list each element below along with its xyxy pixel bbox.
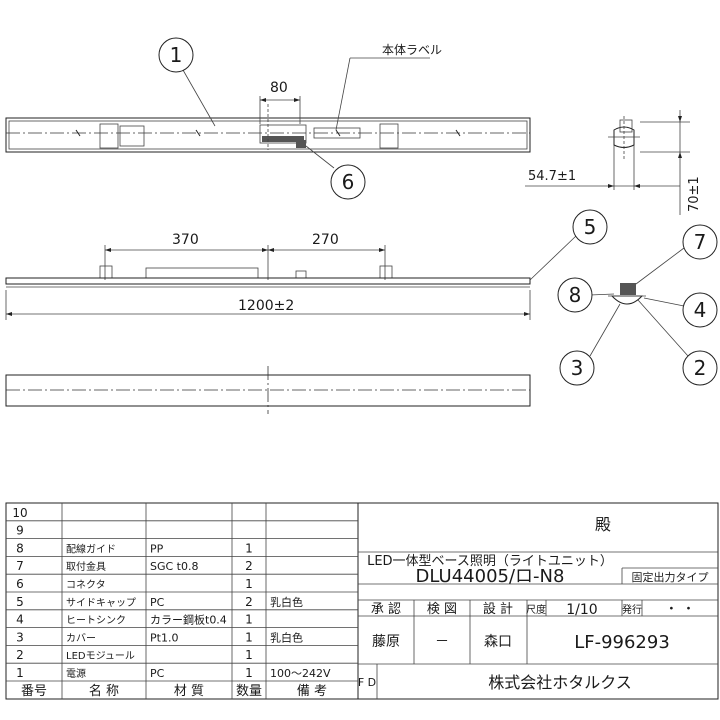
balloon-5: 5 <box>529 209 608 281</box>
parts-cell-no: 9 <box>16 524 24 538</box>
parts-cell-qty: 1 <box>245 648 253 662</box>
parts-cell-qty: 1 <box>245 577 253 591</box>
parts-cell-name: カバー <box>66 632 96 644</box>
svg-text:1: 1 <box>170 43 183 67</box>
body-label-text: 本体ラベル <box>382 43 442 57</box>
parts-cell-name: 取付金具 <box>66 560 106 573</box>
balloon-4: 4 <box>643 292 718 328</box>
body-label-callout: 本体ラベル <box>335 43 442 131</box>
approve-label: 承 認 <box>371 601 401 617</box>
parts-cell-name: 電源 <box>66 667 86 680</box>
approver-name: 藤原 <box>372 634 400 650</box>
company-name: 株式会社ホタルクス <box>488 673 632 692</box>
parts-cell-name: ヒートシンク <box>66 615 126 627</box>
svg-text:5: 5 <box>584 215 597 239</box>
parts-cell-material: SGC t0.8 <box>150 560 199 573</box>
svg-text:6: 6 <box>342 170 355 194</box>
parts-cell-material: PP <box>150 542 164 555</box>
balloon-7: 7 <box>635 224 718 285</box>
parts-cell-qty: 2 <box>245 595 253 609</box>
dim-80-label: 80 <box>270 80 288 96</box>
check-label: 検 図 <box>427 602 457 617</box>
svg-text:7: 7 <box>694 230 707 254</box>
drawing-number: LF-996293 <box>574 632 670 653</box>
parts-cell-material: Pt1.0 <box>150 631 178 644</box>
parts-cell-material: PC <box>150 596 165 609</box>
scale-value: 1/10 <box>566 602 597 618</box>
section-detail <box>608 283 646 305</box>
designer-name: 森口 <box>484 634 512 650</box>
parts-cell-qty: 2 <box>245 559 253 573</box>
parts-cell-no: 3 <box>16 630 24 644</box>
parts-cell-no: 8 <box>16 541 24 555</box>
svg-text:4: 4 <box>694 298 707 322</box>
balloon-8: 8 <box>557 277 615 313</box>
output-type: 固定出力タイプ <box>632 570 709 584</box>
parts-cell-no: 4 <box>16 613 24 627</box>
issue-label: 発行 <box>622 603 642 616</box>
svg-text:8: 8 <box>569 283 582 307</box>
model-number: DLU44005/ロ-N8 <box>416 566 565 587</box>
product-name: LED一体型ベース照明（ライトユニット） <box>367 554 613 569</box>
parts-header-qty: 数量 <box>236 684 262 699</box>
dim-70-label: 70±1 <box>687 176 702 212</box>
balloon-3: 3 <box>559 303 621 386</box>
parts-header-no: 番号 <box>21 684 47 699</box>
parts-cell-qty: 1 <box>245 613 253 627</box>
parts-cell-no: 1 <box>16 666 24 680</box>
parts-cell-note: 乳白色 <box>270 630 303 644</box>
parts-cell-no: 7 <box>16 559 24 573</box>
svg-text:2: 2 <box>694 356 707 380</box>
fd-label: F D <box>358 676 376 689</box>
parts-cell-name: 配線ガイド <box>66 542 116 555</box>
bottom-view <box>5 366 531 414</box>
dim-370-label: 370 <box>172 232 199 248</box>
parts-cell-name: コネクタ <box>66 579 106 591</box>
dim-54-7-label: 54.7±1 <box>528 169 576 184</box>
scale-label: 尺度 <box>526 603 546 616</box>
parts-cell-material: カラー鋼板t0.4 <box>150 613 227 627</box>
balloon-1: 1 <box>158 37 216 127</box>
side-view: 370 270 1200±2 <box>5 232 531 320</box>
parts-header-note: 備 考 <box>297 683 327 699</box>
parts-cell-name: サイドキャップ <box>66 597 136 609</box>
parts-cell-qty: 1 <box>245 666 253 680</box>
checker-name: － <box>435 634 449 650</box>
svg-text:3: 3 <box>571 356 584 380</box>
dim-1200-label: 1200±2 <box>238 298 294 314</box>
balloon-6: 6 <box>305 145 366 200</box>
parts-cell-note: 乳白色 <box>270 595 303 609</box>
dim-270-label: 270 <box>312 232 339 248</box>
parts-cell-qty: 1 <box>245 541 253 555</box>
parts-cell-no: 2 <box>16 648 24 662</box>
parts-cell-no: 6 <box>16 577 24 591</box>
end-view: 54.7±1 70±1 <box>525 110 702 215</box>
parts-header-name: 名 称 <box>89 683 119 699</box>
dim-80: 80 <box>259 80 301 124</box>
issue-value: ・ ・ <box>665 602 695 617</box>
parts-cell-qty: 1 <box>245 630 253 644</box>
parts-header-material: 材 質 <box>174 684 204 699</box>
suffix-text: 殿 <box>595 515 611 534</box>
top-view <box>5 104 531 153</box>
design-label: 設 計 <box>483 601 513 617</box>
title-block: 10 9 8 配線ガイド PP 1 7 取付金具 SGC t0.8 2 6 コネクタ 1 5 サイドキャップ… <box>5 502 719 700</box>
parts-cell-name: LEDモジュール <box>66 651 135 662</box>
parts-cell-no: 10 <box>12 506 27 520</box>
parts-cell-note: 100～242V <box>270 667 331 680</box>
parts-cell-material: PC <box>150 667 165 680</box>
parts-cell-no: 5 <box>16 595 24 609</box>
balloon-2: 2 <box>637 299 718 386</box>
